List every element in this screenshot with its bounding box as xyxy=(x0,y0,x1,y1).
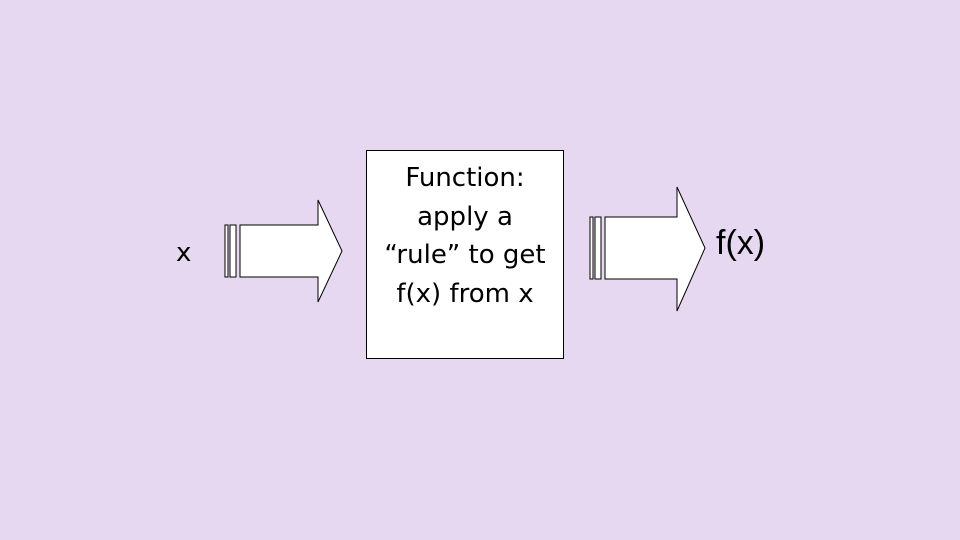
function-line-2: apply a xyxy=(417,201,513,232)
input-label: x xyxy=(176,238,192,268)
output-label: f(x) xyxy=(716,224,766,262)
function-box: Function: apply a “rule” to get f(x) fro… xyxy=(366,150,564,359)
output-arrow xyxy=(589,186,706,312)
function-line-4: f(x) from x xyxy=(396,278,534,309)
input-arrow xyxy=(224,199,343,303)
function-line-1: Function: xyxy=(405,163,525,193)
function-line-3: “rule” to get xyxy=(384,240,546,270)
function-description: Function: apply a “rule” to get f(x) fro… xyxy=(367,159,563,313)
